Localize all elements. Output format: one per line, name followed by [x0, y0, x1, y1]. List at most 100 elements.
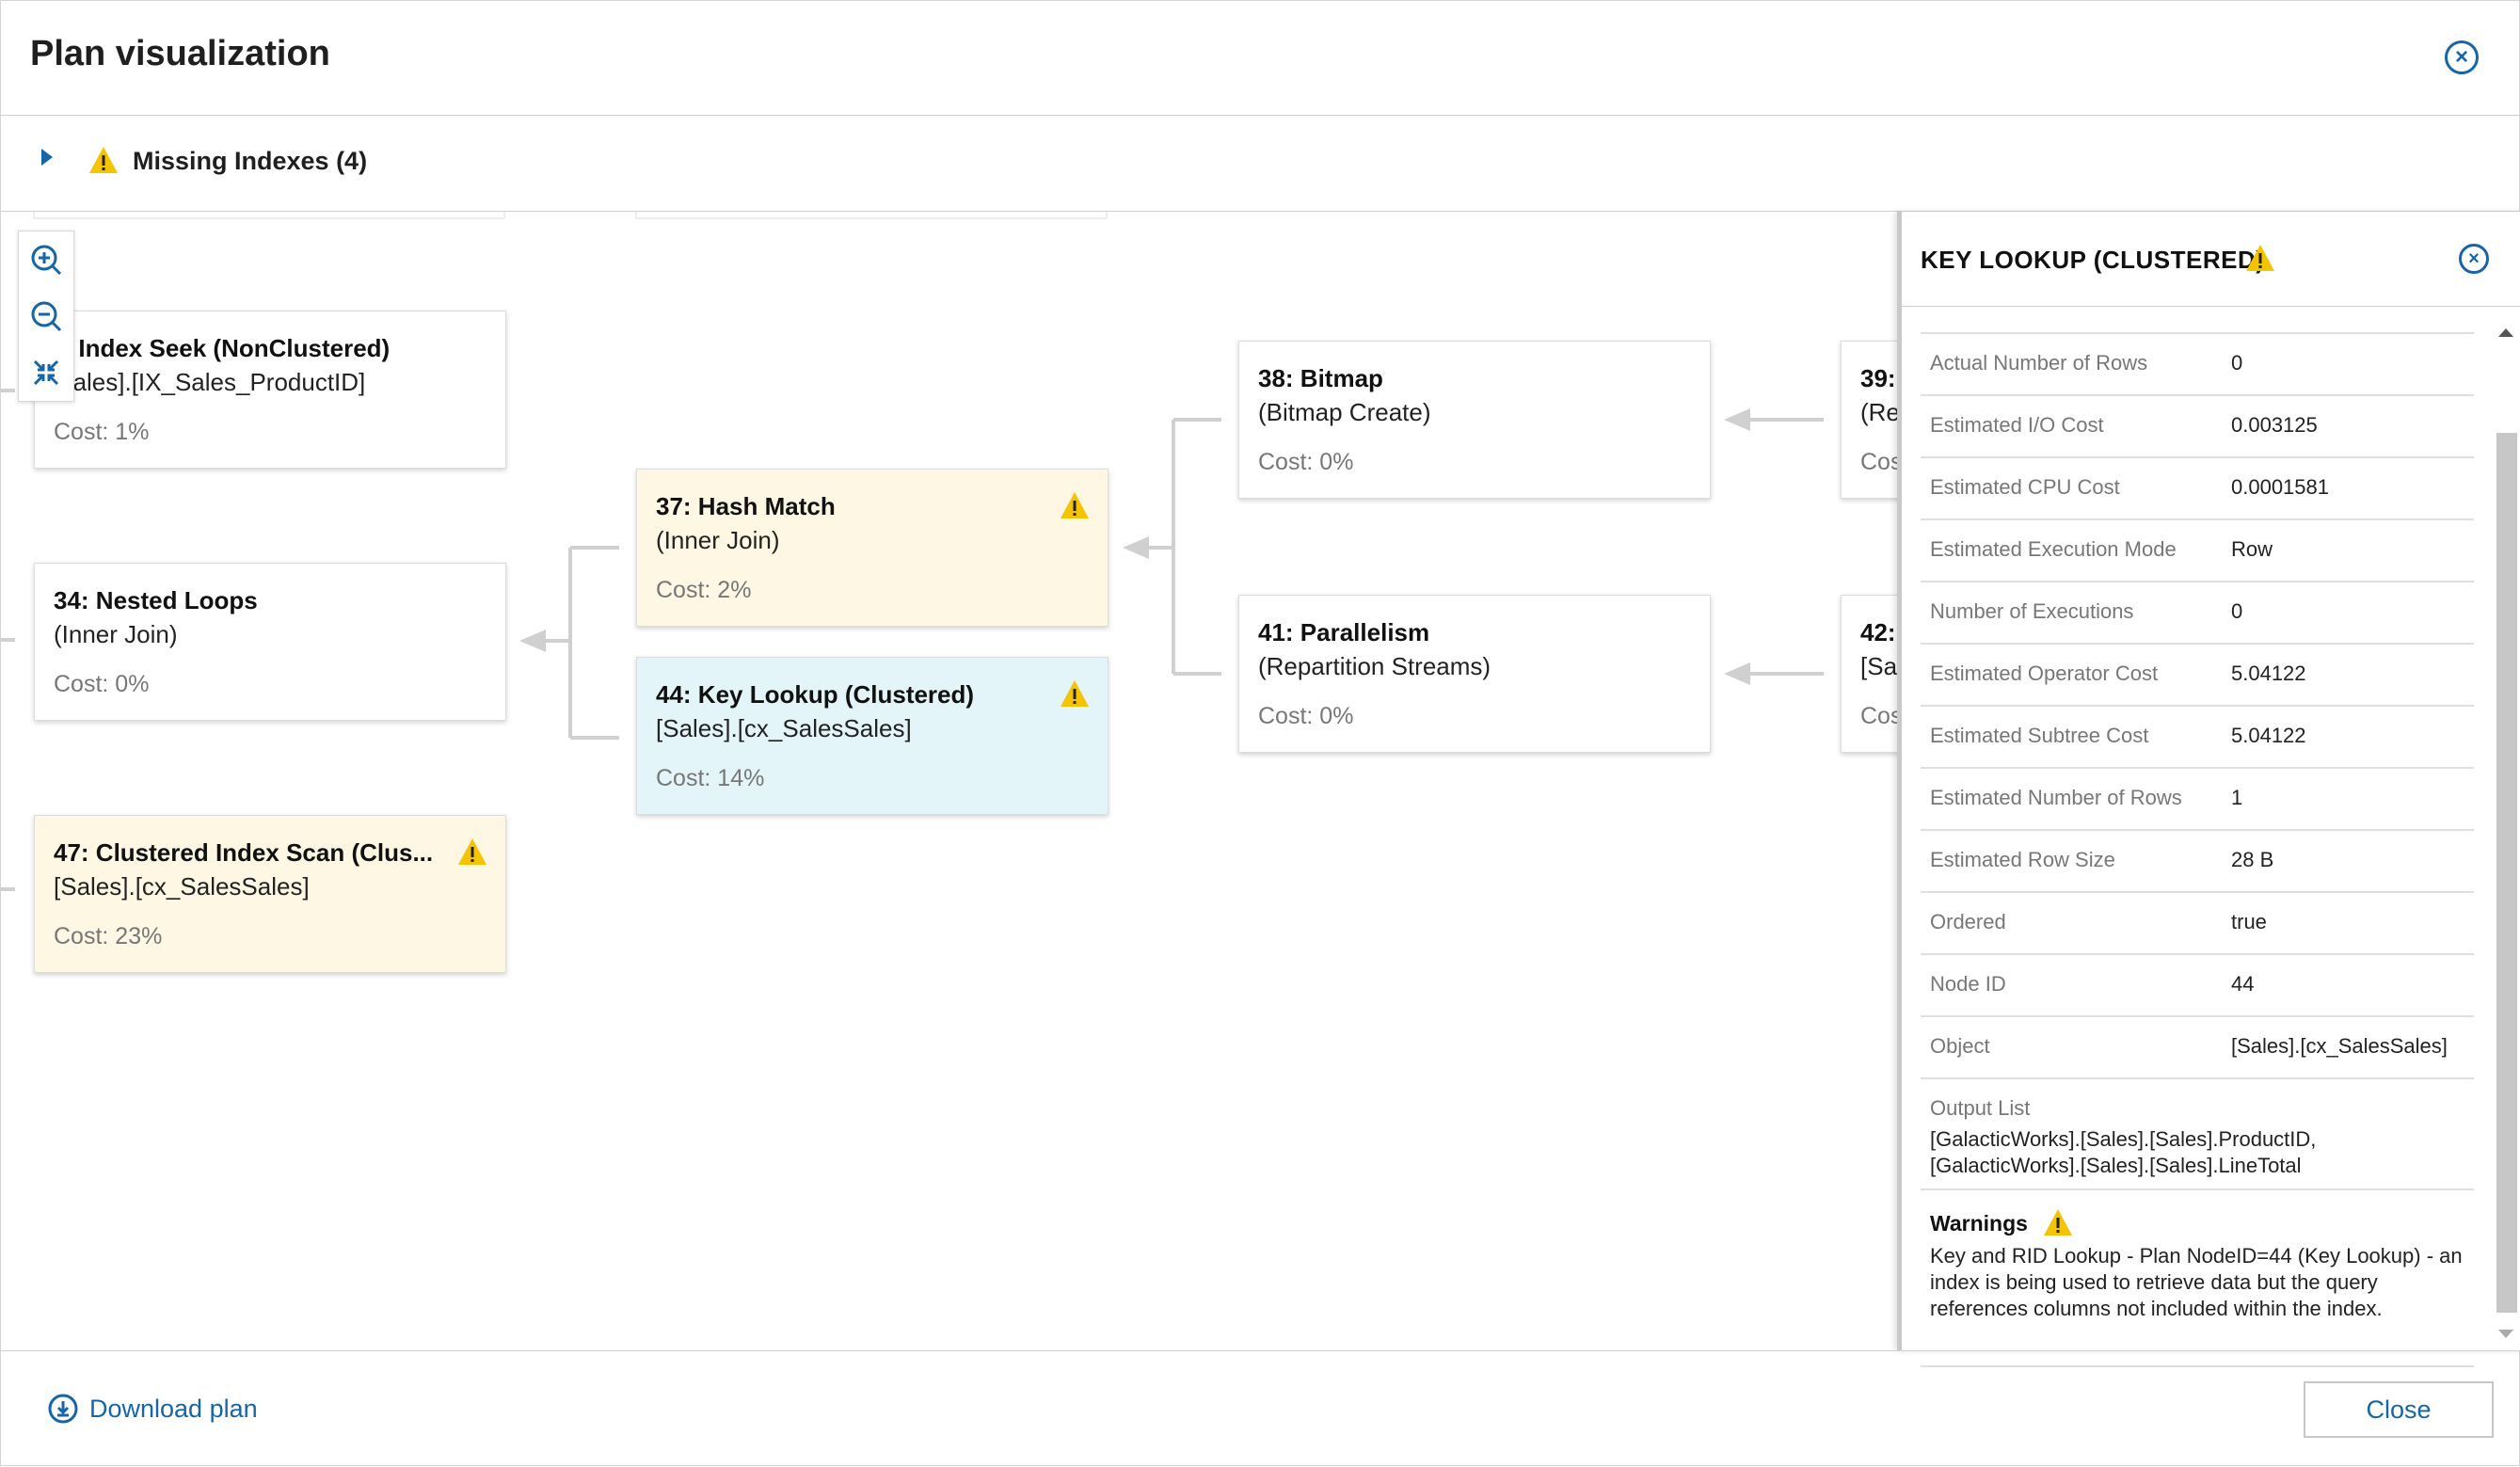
plan-node-7[interactable]: 7: Index Seek (NonClustered) [Sales].[IX… — [34, 311, 506, 469]
property-row: Ordered true — [1921, 893, 2474, 955]
missing-indexes-label[interactable]: Missing Indexes (4) — [133, 147, 368, 175]
node-subtitle: (Re — [1860, 398, 1897, 426]
panel-header: KEY LOOKUP (CLUSTERED) × — [1902, 212, 2520, 307]
close-panel-icon[interactable]: × — [2459, 244, 2489, 274]
property-value: 5.04122 — [2231, 662, 2306, 685]
output-list-line: [GalacticWorks].[Sales].[Sales].ProductI… — [1930, 1127, 2317, 1151]
plan-node-37[interactable]: 37: Hash Match (Inner Join) Cost: 2% — [636, 469, 1108, 627]
zoom-in-icon — [31, 245, 62, 276]
property-row: Estimated I/O Cost 0.003125 — [1921, 396, 2474, 458]
node-cost: Cost: 14% — [656, 765, 765, 791]
property-value: 5.04122 — [2231, 724, 2306, 747]
node-title: 38: Bitmap — [1258, 364, 1383, 392]
property-name: Estimated Execution Mode — [1930, 537, 2177, 561]
plan-node-42[interactable]: 42: [Sa Cos — [1841, 595, 1897, 753]
list-spacer — [1921, 323, 2474, 334]
property-row: Number of Executions 0 — [1921, 582, 2474, 645]
download-plan-link[interactable]: Download plan — [89, 1395, 258, 1423]
node-cost: Cost: 0% — [1258, 703, 1354, 729]
property-name: Object — [1930, 1034, 1990, 1058]
property-value: 0 — [2231, 599, 2243, 623]
plan-node-39[interactable]: 39: (Re Cos — [1841, 341, 1897, 499]
property-value: 0 — [2231, 351, 2243, 375]
panel-title-text: KEY LOOKUP (CLUSTERED) — [1921, 246, 2265, 274]
property-value: true — [2231, 910, 2267, 933]
property-row: Estimated Row Size 28 B — [1921, 831, 2474, 893]
warning-icon — [2044, 1209, 2072, 1236]
property-name: Estimated Row Size — [1930, 848, 2115, 871]
output-list-line: [GalacticWorks].[Sales].[Sales].LineTota… — [1930, 1154, 2302, 1177]
node-subtitle: [Sales].[IX_Sales_ProductID] — [50, 368, 366, 396]
fit-to-screen-icon — [33, 359, 59, 386]
dialog-footer: Download plan Close — [0, 1350, 2520, 1467]
property-name: Number of Executions — [1930, 599, 2134, 623]
property-row: Estimated CPU Cost 0.0001581 — [1921, 458, 2474, 520]
property-name: Estimated I/O Cost — [1930, 413, 2104, 437]
warning-icon — [1061, 492, 1089, 518]
plan-canvas[interactable]: 7: Index Seek (NonClustered) [Sales].[IX… — [0, 212, 1897, 1350]
close-button[interactable]: Close — [2304, 1381, 2494, 1438]
warning-icon — [89, 147, 118, 173]
node-title: 37: Hash Match — [656, 492, 836, 520]
property-value: 0.0001581 — [2231, 475, 2329, 499]
node-subtitle: [Sales].[cx_SalesSales] — [656, 714, 912, 742]
node-cost: Cost: 0% — [54, 671, 150, 697]
properties-list: Actual Number of Rows 0 Estimated I/O Co… — [1921, 323, 2474, 1367]
property-name: Ordered — [1930, 910, 2006, 933]
node-cost: Cost: 1% — [54, 419, 150, 445]
property-name: Estimated Operator Cost — [1930, 662, 2159, 685]
plan-node-44[interactable]: 44: Key Lookup (Clustered) [Sales].[cx_S… — [636, 657, 1108, 815]
zoom-in-button[interactable] — [19, 231, 73, 288]
node-title: 34: Nested Loops — [54, 586, 258, 614]
plan-node-47[interactable]: 47: Clustered Index Scan (Clus... [Sales… — [34, 815, 506, 973]
close-dialog-icon[interactable]: × — [2445, 40, 2479, 74]
property-name: Actual Number of Rows — [1930, 351, 2148, 375]
node-subtitle: (Bitmap Create) — [1258, 398, 1431, 426]
node-cost: Cost: 23% — [54, 923, 163, 949]
warnings-text: Key and RID Lookup - Plan NodeID=44 (Key… — [1930, 1244, 2463, 1320]
node-title: 44: Key Lookup (Clustered) — [656, 680, 975, 709]
property-value: 44 — [2231, 972, 2255, 996]
properties-panel: KEY LOOKUP (CLUSTERED) × Actual Number o… — [1897, 212, 2520, 1367]
download-icon — [48, 1394, 78, 1424]
node-cost: Cost: 0% — [1258, 449, 1354, 475]
property-name: Output List — [1930, 1096, 2031, 1120]
property-row: Actual Number of Rows 0 — [1921, 334, 2474, 396]
property-row: Node ID 44 — [1921, 955, 2474, 1017]
property-value: 0.003125 — [2231, 413, 2318, 437]
zoom-out-button[interactable] — [19, 288, 73, 344]
panel-title: KEY LOOKUP (CLUSTERED) — [1921, 246, 2264, 275]
node-title: 42: — [1860, 618, 1896, 646]
fit-to-screen-button[interactable] — [19, 344, 73, 401]
warnings-block: Warnings Key and RID Lookup - Plan NodeI… — [1921, 1190, 2474, 1367]
zoom-toolbar — [18, 231, 74, 402]
expand-caret-icon[interactable] — [41, 149, 53, 166]
property-row: Estimated Operator Cost 5.04122 — [1921, 645, 2474, 707]
node-cost: Cos — [1860, 449, 1897, 475]
scroll-up-icon[interactable] — [2498, 328, 2513, 337]
node-title: 7: Index Seek (NonClustered) — [50, 334, 391, 362]
output-list-value: [GalacticWorks].[Sales].[Sales].ProductI… — [1930, 1126, 2466, 1179]
plan-node-38[interactable]: 38: Bitmap (Bitmap Create) Cost: 0% — [1238, 341, 1711, 499]
scrollbar-thumb[interactable] — [2496, 433, 2517, 1313]
node-subtitle: (Inner Join) — [656, 526, 780, 554]
warning-icon — [1061, 680, 1089, 707]
property-name: Node ID — [1930, 972, 2006, 996]
dialog-header: Plan visualization × — [0, 0, 2520, 116]
panel-scrollbar[interactable] — [2491, 315, 2519, 1350]
plan-connectors — [0, 212, 1824, 891]
property-name: Estimated CPU Cost — [1930, 475, 2120, 499]
warning-icon — [2246, 245, 2274, 271]
missing-indexes-bar[interactable]: Missing Indexes (4) — [0, 115, 2520, 212]
scroll-down-icon[interactable] — [2498, 1330, 2513, 1338]
plan-node-34[interactable]: 34: Nested Loops (Inner Join) Cost: 0% — [34, 563, 506, 721]
node-subtitle: (Inner Join) — [54, 620, 178, 648]
node-subtitle: (Repartition Streams) — [1258, 652, 1491, 680]
node-cost: Cost: 2% — [656, 577, 752, 603]
node-title: 41: Parallelism — [1258, 618, 1430, 646]
plan-node-41[interactable]: 41: Parallelism (Repartition Streams) Co… — [1238, 595, 1711, 753]
node-title: 47: Clustered Index Scan (Clus... — [54, 838, 434, 867]
property-value: 28 B — [2231, 848, 2274, 871]
warning-icon — [458, 838, 486, 865]
property-value: [Sales].[cx_SalesSales] — [2231, 1034, 2448, 1058]
